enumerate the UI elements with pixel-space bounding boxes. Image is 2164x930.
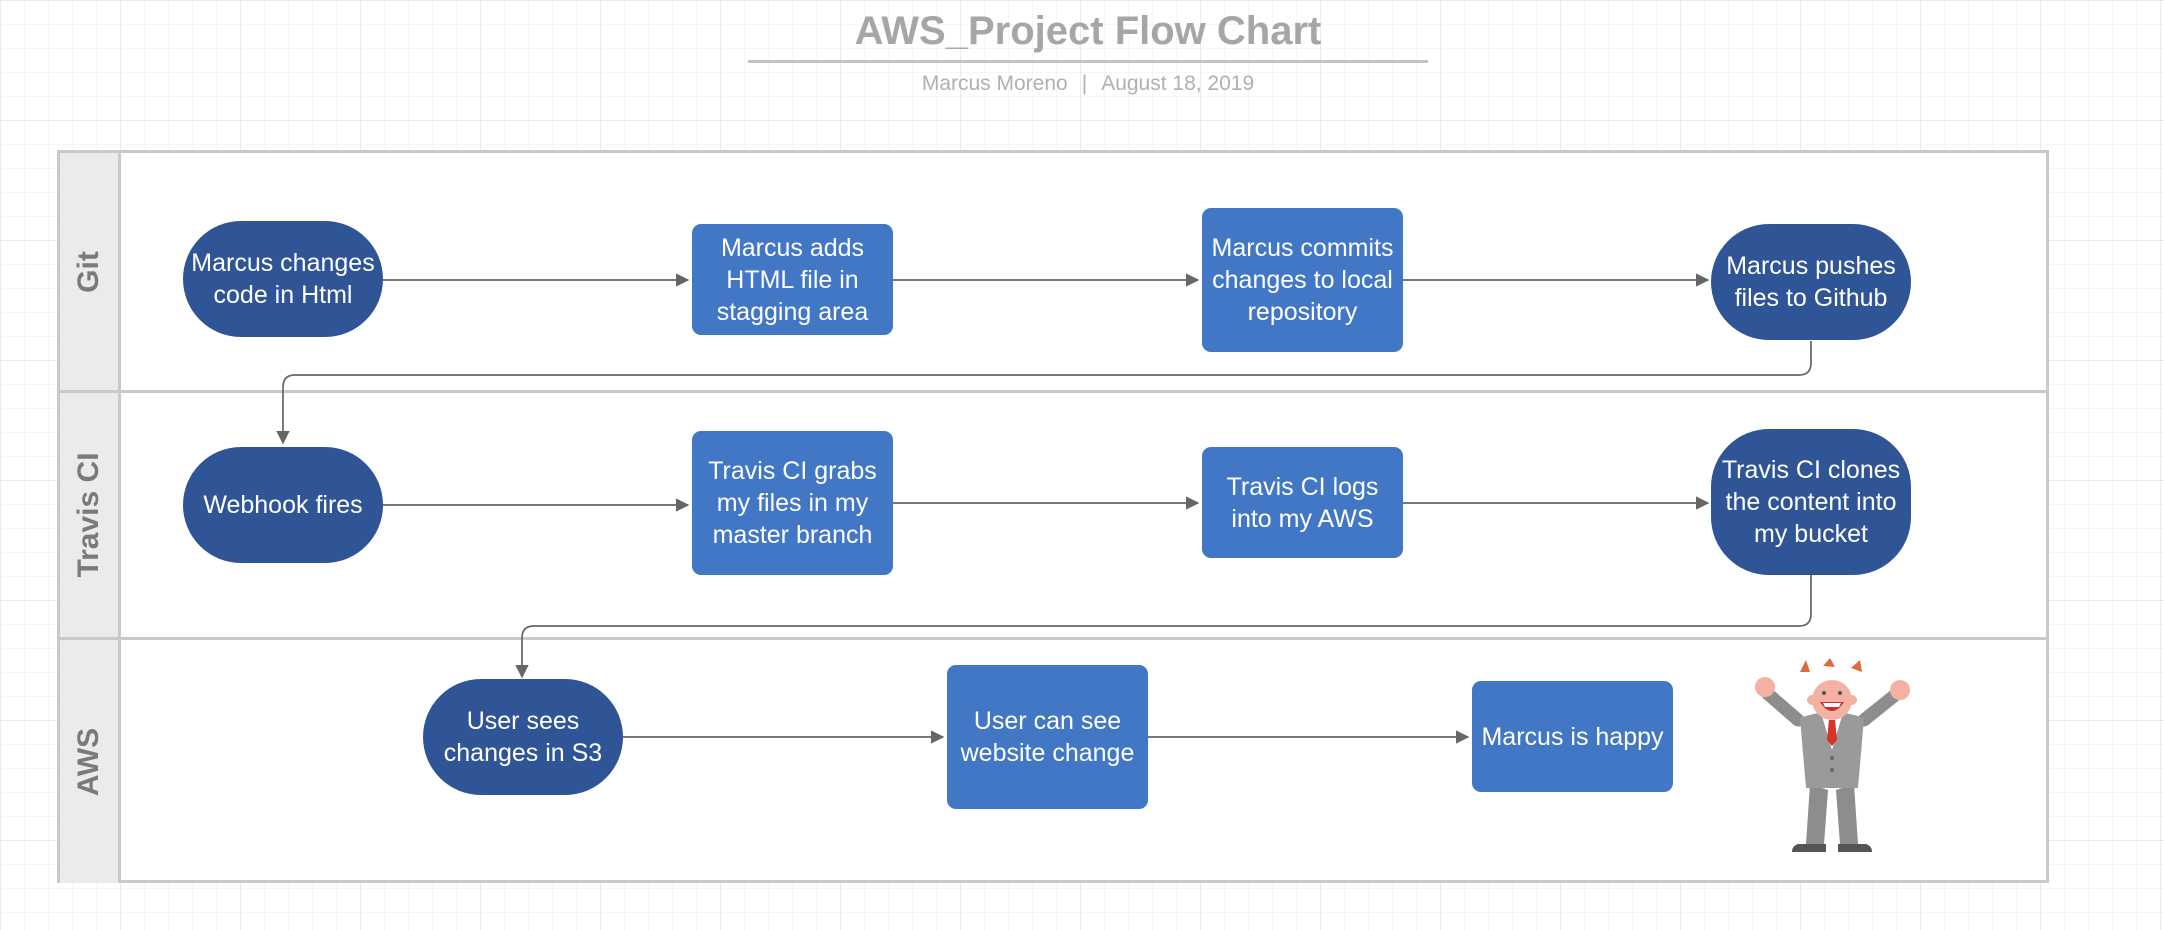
node-logs-into-aws: Travis CI logs into my AWS: [1202, 447, 1403, 558]
chart-date: August 18, 2019: [1101, 72, 1255, 95]
node-adds-to-staging: Marcus adds HTML file in stagging area: [692, 224, 893, 335]
happy-businessman-icon: [1755, 658, 1910, 852]
author-name: Marcus Moreno: [921, 72, 1068, 95]
arrow-push-to-webhook: [276, 341, 1812, 445]
lane-header-travis-ci: Travis CI: [60, 393, 121, 637]
lane-travis-ci: Travis CI: [60, 393, 2046, 640]
lane-header-git: Git: [60, 153, 121, 390]
lane-git: Git: [60, 153, 2046, 393]
arrow-clone-to-sees-s3: [515, 575, 1812, 679]
node-changes-code: Marcus changes code in Html: [183, 221, 383, 337]
node-grabs-files: Travis CI grabs my files in my master br…: [692, 431, 893, 575]
chart-subtitle: Marcus Moreno | August 18, 2019: [748, 70, 1428, 98]
node-clones-into-bucket: Travis CI clones the content into my buc…: [1711, 429, 1911, 575]
node-pushes-to-github: Marcus pushes files to Github: [1711, 224, 1911, 340]
lane-header-aws: AWS: [60, 640, 121, 883]
chart-title: AWS_Project Flow Chart: [854, 9, 1322, 53]
node-marcus-happy: Marcus is happy: [1472, 681, 1673, 792]
subtitle-separator: |: [1081, 72, 1088, 95]
node-webhook-fires: Webhook fires: [183, 447, 383, 563]
title-underline: [748, 60, 1428, 63]
node-commits-changes: Marcus commits changes to local reposito…: [1202, 208, 1403, 352]
node-sees-changes-s3: User sees changes in S3: [423, 679, 623, 795]
node-website-change: User can see website change: [947, 665, 1148, 809]
lane-aws: AWS: [60, 640, 2046, 883]
